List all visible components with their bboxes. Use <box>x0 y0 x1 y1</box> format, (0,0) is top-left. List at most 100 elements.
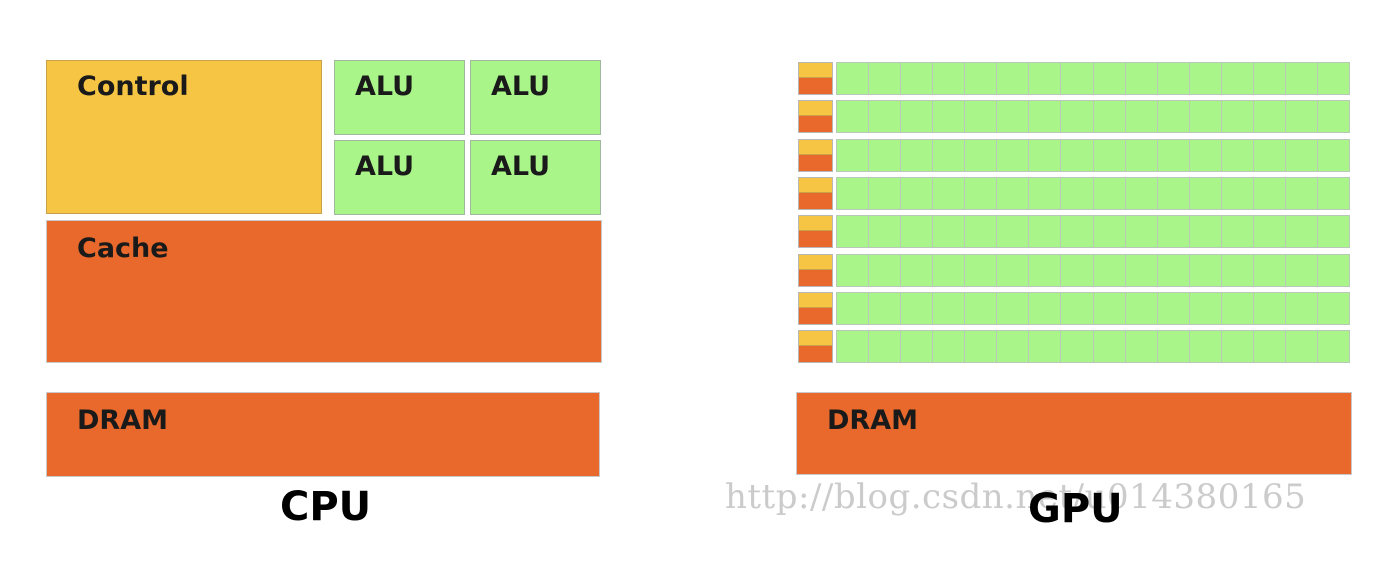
gpu-alu-row <box>836 62 1350 95</box>
gpu-alu-cell <box>837 63 870 94</box>
gpu-alu-cell <box>1093 178 1126 209</box>
cpu-alu-block: ALU <box>334 140 465 215</box>
gpu-caption: GPU <box>1028 486 1123 532</box>
gpu-alu-cell <box>1029 331 1062 362</box>
gpu-alu-cell <box>1221 63 1254 94</box>
gpu-alu-cell <box>1061 331 1094 362</box>
gpu-alu-cell <box>1029 293 1062 324</box>
gpu-alu-cell <box>1253 178 1286 209</box>
cpu-dram-block: DRAM <box>46 392 600 477</box>
gpu-alu-cell <box>1125 140 1158 171</box>
cpu-control-block: Control <box>46 60 322 214</box>
gpu-alu-cell <box>1317 216 1350 247</box>
cpu-alu-label: ALU <box>491 71 551 102</box>
gpu-alu-cell <box>1189 178 1222 209</box>
gpu-alu-cell <box>837 178 870 209</box>
cpu-alu-block: ALU <box>470 140 601 215</box>
cpu-alu-label: ALU <box>355 151 415 182</box>
gpu-alu-cell <box>933 255 966 286</box>
gpu-alu-cell <box>1253 293 1286 324</box>
gpu-alu-cell <box>1221 216 1254 247</box>
gpu-alu-cell <box>1157 63 1190 94</box>
gpu-alu-cell <box>933 331 966 362</box>
cpu-control-label: Control <box>77 71 189 102</box>
gpu-alu-cell <box>1253 63 1286 94</box>
gpu-alu-cell <box>1093 63 1126 94</box>
gpu-alu-cell <box>1157 255 1190 286</box>
gpu-alu-cell <box>1093 216 1126 247</box>
gpu-alu-cell <box>901 331 934 362</box>
gpu-alu-cell <box>1317 178 1350 209</box>
gpu-alu-cell <box>1093 140 1126 171</box>
gpu-alu-cell <box>997 255 1030 286</box>
gpu-alu-cell <box>1189 63 1222 94</box>
gpu-alu-cell <box>1061 63 1094 94</box>
gpu-alu-cell <box>1189 293 1222 324</box>
gpu-alu-cell <box>1189 255 1222 286</box>
gpu-alu-cell <box>1029 101 1062 132</box>
gpu-alu-cell <box>1029 140 1062 171</box>
gpu-dram-block: DRAM <box>796 392 1352 475</box>
gpu-alu-cell <box>997 63 1030 94</box>
gpu-alu-cell <box>869 63 902 94</box>
gpu-alu-cell <box>1093 255 1126 286</box>
gpu-alu-cell <box>1221 178 1254 209</box>
cpu-alu-block: ALU <box>470 60 601 135</box>
gpu-alu-row <box>836 292 1350 325</box>
gpu-control-cache-unit <box>798 254 833 287</box>
gpu-alu-cell <box>997 293 1030 324</box>
gpu-alu-cell <box>1285 63 1318 94</box>
gpu-alu-cell <box>869 216 902 247</box>
gpu-alu-cell <box>1221 140 1254 171</box>
gpu-alu-cell <box>965 178 998 209</box>
gpu-alu-cell <box>1189 101 1222 132</box>
gpu-alu-cell <box>837 293 870 324</box>
gpu-alu-cell <box>901 101 934 132</box>
gpu-alu-cell <box>997 140 1030 171</box>
gpu-alu-cell <box>1157 178 1190 209</box>
gpu-control-cache-unit <box>798 177 833 210</box>
gpu-alu-cell <box>901 255 934 286</box>
gpu-alu-cell <box>1061 255 1094 286</box>
gpu-alu-cell <box>1029 216 1062 247</box>
gpu-alu-cell <box>1285 140 1318 171</box>
gpu-alu-cell <box>869 293 902 324</box>
gpu-alu-cell <box>837 216 870 247</box>
gpu-alu-cell <box>1285 255 1318 286</box>
gpu-alu-cell <box>869 140 902 171</box>
gpu-alu-cell <box>1189 331 1222 362</box>
gpu-alu-cell <box>1253 255 1286 286</box>
gpu-alu-cell <box>1317 255 1350 286</box>
gpu-alu-cell <box>1093 101 1126 132</box>
gpu-alu-cell <box>1125 101 1158 132</box>
gpu-alu-cell <box>1061 140 1094 171</box>
gpu-alu-cell <box>901 216 934 247</box>
gpu-alu-cell <box>1125 255 1158 286</box>
gpu-alu-cell <box>901 63 934 94</box>
gpu-alu-cell <box>965 101 998 132</box>
gpu-alu-cell <box>1285 331 1318 362</box>
gpu-alu-cell <box>965 216 998 247</box>
gpu-control-cache-unit <box>798 100 833 133</box>
gpu-alu-row <box>836 330 1350 363</box>
gpu-control-cache-unit <box>798 215 833 248</box>
gpu-alu-cell <box>1285 101 1318 132</box>
gpu-control-cache-unit <box>798 62 833 95</box>
gpu-alu-cell <box>933 140 966 171</box>
gpu-alu-cell <box>1189 140 1222 171</box>
gpu-control-cache-unit <box>798 330 833 363</box>
gpu-alu-cell <box>1061 216 1094 247</box>
gpu-alu-cell <box>1125 293 1158 324</box>
gpu-alu-cell <box>1093 293 1126 324</box>
gpu-alu-cell <box>1317 293 1350 324</box>
cpu-caption: CPU <box>280 484 372 530</box>
gpu-alu-cell <box>837 255 870 286</box>
gpu-alu-cell <box>933 293 966 324</box>
gpu-alu-cell <box>1157 331 1190 362</box>
cpu-alu-block: ALU <box>334 60 465 135</box>
gpu-alu-cell <box>1253 101 1286 132</box>
gpu-alu-cell <box>933 63 966 94</box>
gpu-alu-cell <box>901 178 934 209</box>
gpu-alu-cell <box>1317 140 1350 171</box>
gpu-alu-row <box>836 215 1350 248</box>
